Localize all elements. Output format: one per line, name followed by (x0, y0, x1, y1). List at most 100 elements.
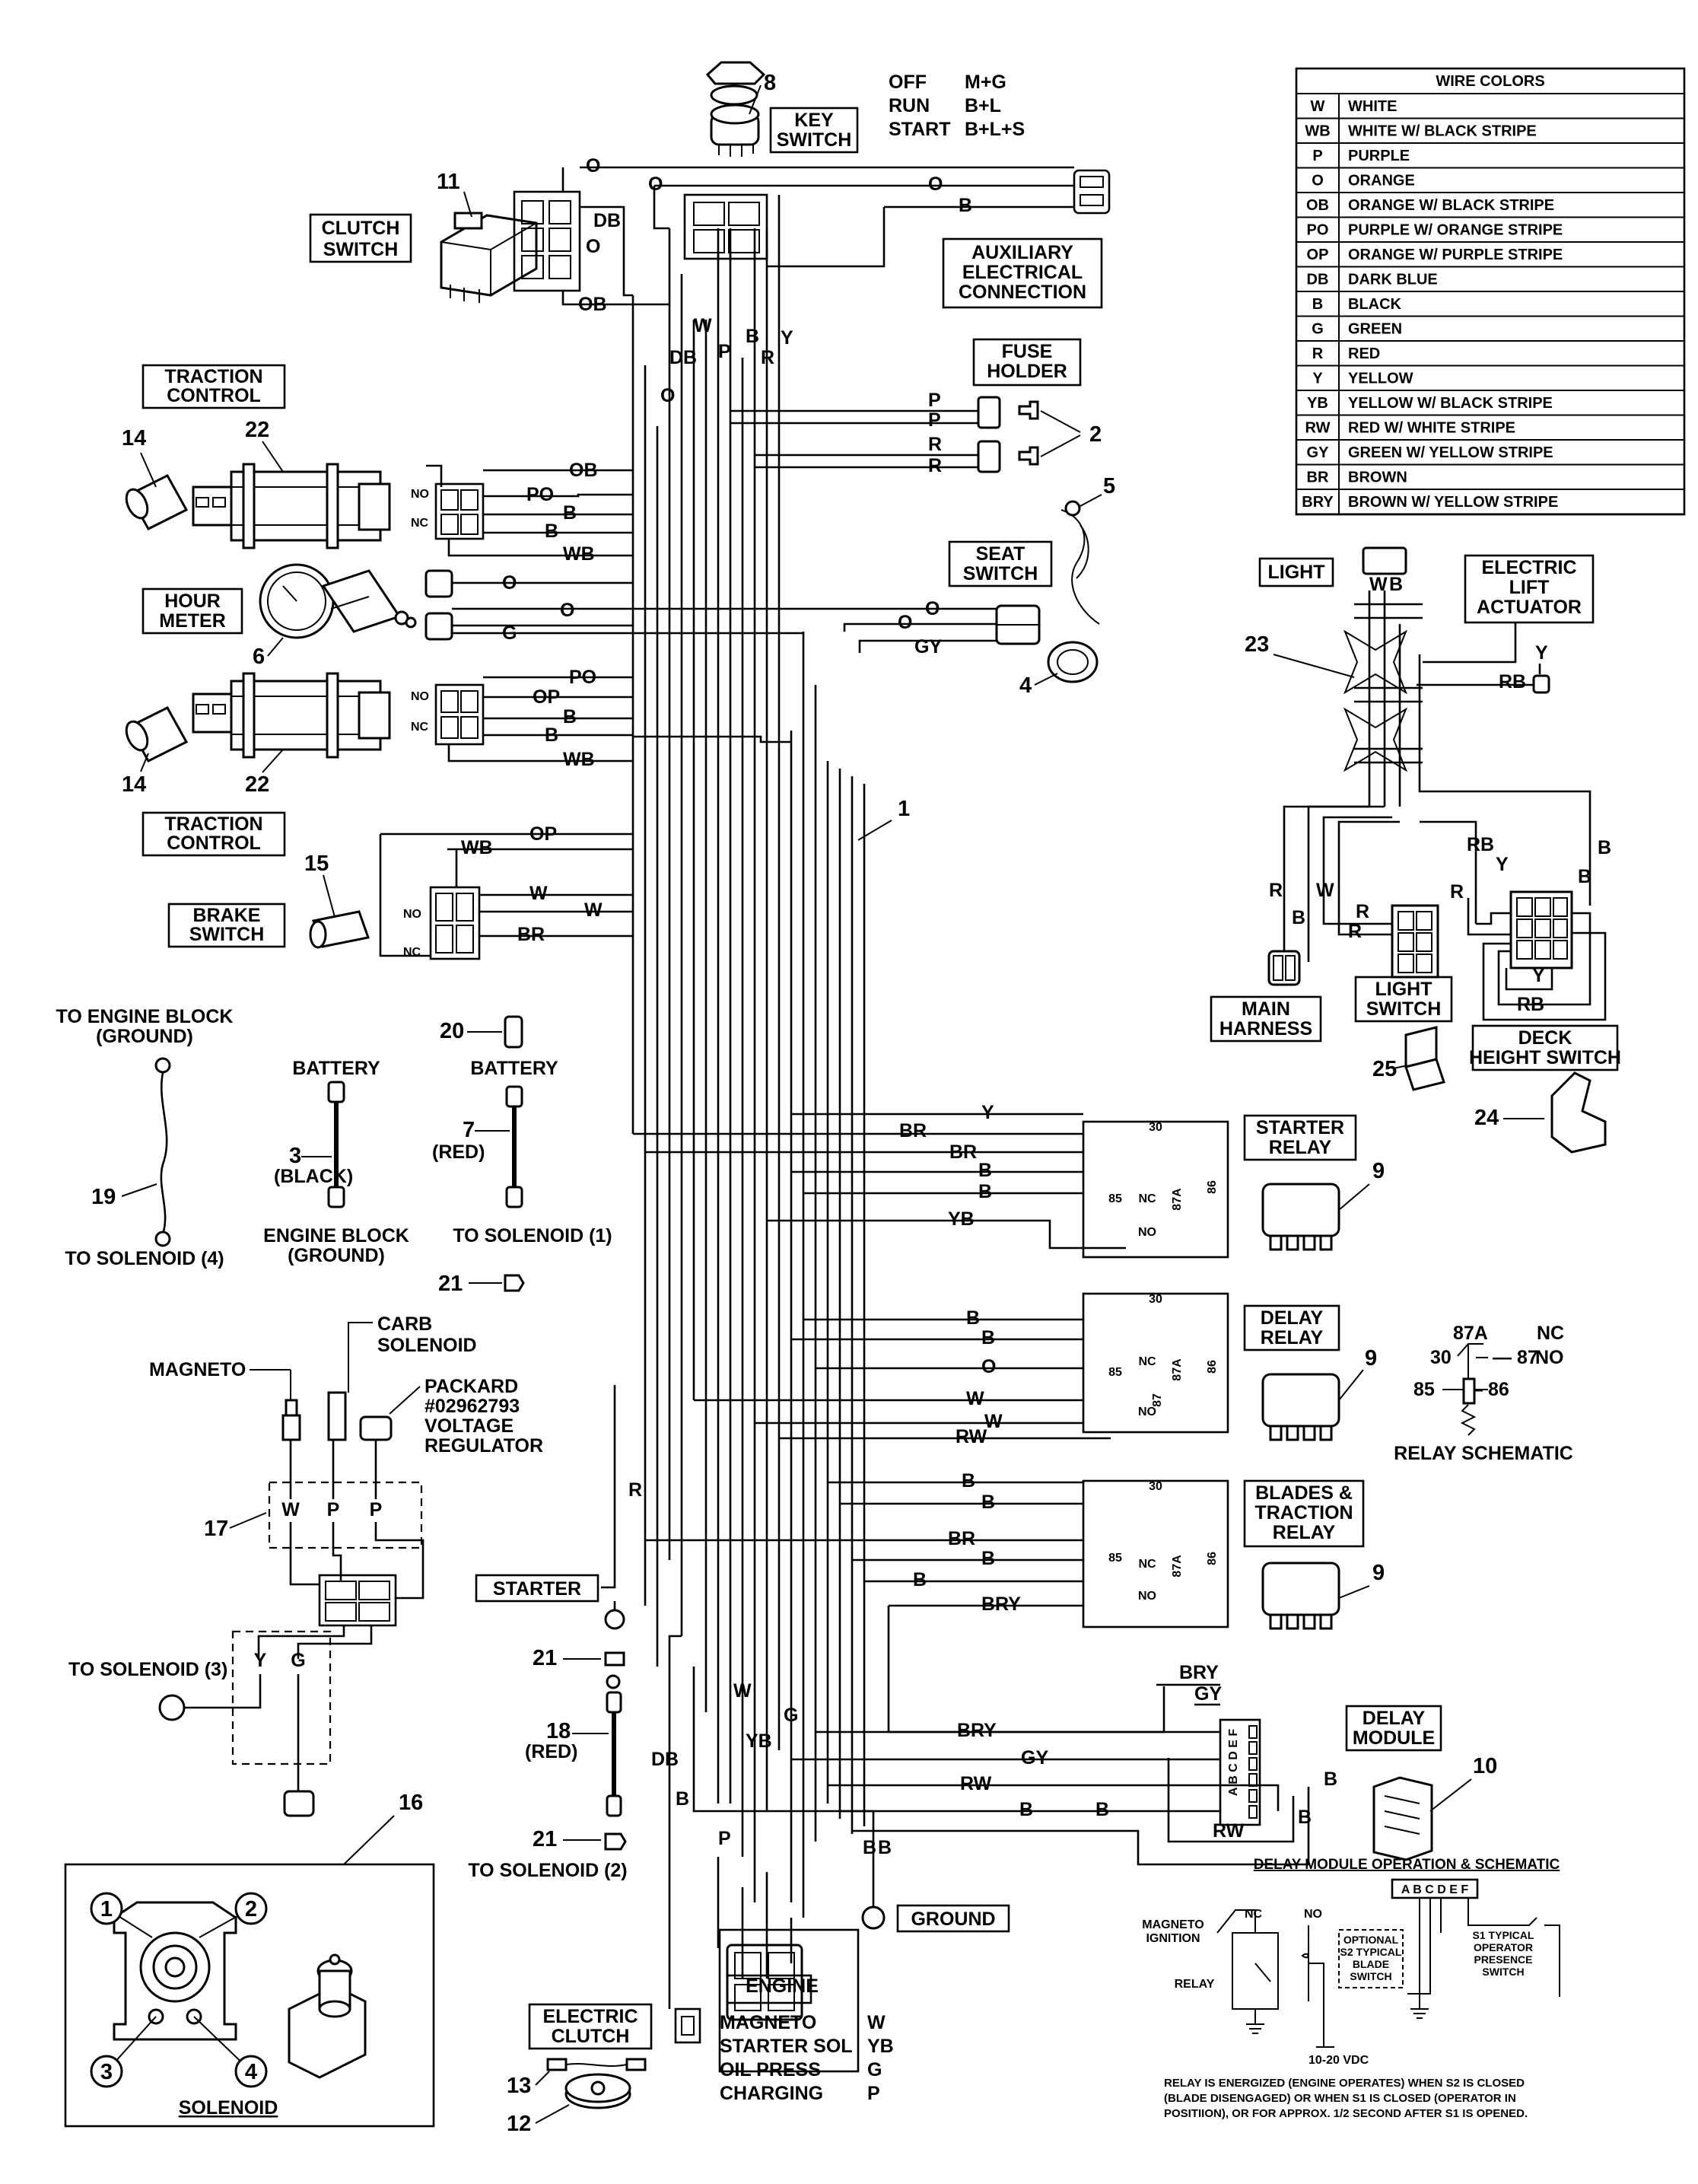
svg-text:8: 8 (764, 71, 776, 95)
wire-color-code: OB (1306, 197, 1329, 214)
wire-code-label: B (878, 1837, 892, 1858)
wire-code-label: B (978, 1181, 992, 1202)
svg-text:SWITCH: SWITCH (189, 924, 265, 945)
svg-text:NC: NC (403, 946, 421, 959)
svg-text:NO: NO (1535, 1347, 1564, 1368)
svg-text:85: 85 (1413, 1379, 1435, 1400)
svg-text:BLADES &: BLADES & (1255, 1482, 1353, 1504)
svg-text:9: 9 (1365, 1346, 1377, 1371)
wire-color-code: BR (1307, 470, 1329, 486)
engine-row-code: P (867, 2083, 880, 2104)
svg-text:Y: Y (1532, 965, 1545, 986)
svg-text:BLADE: BLADE (1353, 1958, 1389, 1970)
main-harness-bundle: 1 (631, 228, 910, 1918)
svg-text:SWITCH: SWITCH (1482, 1966, 1524, 1978)
solenoid-terminal-number: 2 (245, 1897, 257, 1921)
svg-text:W: W (1316, 880, 1334, 901)
wire-code-label: OB (578, 294, 607, 315)
svg-text:86: 86 (1206, 1360, 1219, 1374)
svg-text:HEIGHT SWITCH: HEIGHT SWITCH (1469, 1047, 1621, 1068)
svg-text:— 87: — 87 (1493, 1347, 1538, 1368)
wire-code-label: O (898, 612, 912, 633)
svg-text:24: 24 (1474, 1106, 1499, 1130)
wire-color-code: OP (1307, 247, 1329, 263)
wire-color-code: W (1311, 98, 1325, 115)
wire-color-code: Y (1312, 371, 1323, 387)
svg-text:ELECTRIC: ELECTRIC (543, 2006, 638, 2027)
svg-text:Y: Y (1496, 854, 1509, 875)
svg-text:RELAY: RELAY (1269, 1137, 1332, 1158)
wire-color-code: G (1312, 321, 1324, 338)
wire-code-label: O (560, 600, 574, 621)
svg-text:(BLACK): (BLACK) (274, 1166, 353, 1187)
svg-text:G: G (291, 1650, 305, 1671)
svg-text:IGNITION: IGNITION (1146, 1932, 1200, 1945)
wire-color-code: P (1312, 148, 1322, 164)
svg-text:NC: NC (1537, 1323, 1564, 1344)
seat-switch: SEAT SWITCH 4 5 (948, 474, 1115, 698)
svg-text:5: 5 (1103, 474, 1115, 498)
svg-text:ELECTRIC: ELECTRIC (1482, 557, 1577, 578)
svg-text:NO: NO (1138, 1590, 1156, 1603)
wire-code-label: PO (526, 484, 554, 505)
svg-text:RELAY SCHEMATIC: RELAY SCHEMATIC (1394, 1443, 1573, 1464)
svg-text:NO: NO (411, 488, 429, 501)
wire-color-name: ORANGE W/ BLACK STRIPE (1348, 197, 1554, 214)
svg-text:S2 TYPICAL: S2 TYPICAL (1340, 1946, 1402, 1958)
svg-text:OPTIONAL: OPTIONAL (1343, 1934, 1399, 1946)
svg-text:SWITCH: SWITCH (1366, 998, 1442, 1020)
traction-connector-upper: NO NC (411, 482, 485, 540)
svg-text:Y: Y (1535, 642, 1548, 664)
delay-relay-block: 30 85 NC 87A 86 87 NO DELAY RELAY 9 (1082, 1292, 1377, 1441)
svg-text:FUSE: FUSE (1002, 341, 1053, 362)
wire-code-label: B (545, 724, 558, 746)
wire-code-label: P (928, 409, 941, 431)
svg-text:SOLENOID: SOLENOID (179, 2097, 278, 2119)
svg-text:10-20 VDC: 10-20 VDC (1308, 2054, 1369, 2067)
wire-color-code: GY (1307, 444, 1330, 461)
wire-code-label: OP (529, 823, 557, 845)
svg-text:87: 87 (1151, 1393, 1164, 1407)
svg-text:87A: 87A (1453, 1323, 1488, 1344)
svg-text:CONTROL: CONTROL (167, 385, 261, 406)
regulator-group: MAGNETO CARB SOLENOID PACKARD #02962793 … (68, 1313, 543, 1817)
wire-color-name: YELLOW W/ BLACK STRIPE (1348, 395, 1553, 412)
starter-group: STARTER R 21 18 (RED) 21 TO SOLENOID (2) (468, 1385, 642, 1881)
svg-text:17: 17 (204, 1517, 228, 1541)
svg-text:B: B (1578, 866, 1591, 887)
svg-text:RELAY: RELAY (1175, 1978, 1215, 1991)
svg-text:DELAY MODULE OPERATION & SCHEM: DELAY MODULE OPERATION & SCHEMATIC (1254, 1857, 1560, 1873)
svg-text:21: 21 (438, 1272, 463, 1296)
wire-code-label: B (966, 1307, 980, 1329)
svg-text:ENGINE BLOCK: ENGINE BLOCK (263, 1225, 409, 1246)
wire-code-label: BRY (957, 1720, 997, 1741)
svg-text:NC: NC (411, 721, 429, 734)
svg-text:CLUTCH: CLUTCH (322, 218, 400, 239)
svg-text:HARNESS: HARNESS (1219, 1018, 1312, 1039)
wire-code-label: W (966, 1388, 984, 1409)
hour-meter: HOUR METER 6 (142, 563, 453, 669)
wire-code-label: O (648, 174, 663, 195)
wire-color-name: GREEN (1348, 321, 1402, 338)
engine-row-name: STARTER SOL (720, 2036, 853, 2057)
svg-text:W: W (281, 1499, 300, 1520)
svg-text:85: 85 (1108, 1192, 1122, 1205)
svg-text:DECK: DECK (1518, 1027, 1572, 1049)
wire-code-label: W (584, 899, 603, 921)
svg-text:LIGHT: LIGHT (1375, 979, 1432, 1000)
svg-text:REGULATOR: REGULATOR (424, 1435, 543, 1457)
wire-code-label: P (928, 390, 941, 411)
light-harness: LIGHT W B ELECTRIC LIFT ACTUATOR Y RB 23 (1210, 546, 1621, 1154)
svg-text:10: 10 (1473, 1754, 1497, 1778)
wire-code-label: WB (461, 837, 493, 858)
svg-text:A B C D E F: A B C D E F (1227, 1729, 1240, 1797)
brake-switch: BRAKE SWITCH 15 NO NC (167, 852, 481, 960)
svg-text:25: 25 (1372, 1057, 1397, 1081)
wire-code-label: B (1298, 1807, 1312, 1828)
svg-text:14: 14 (122, 772, 146, 797)
wire-code-label: O (586, 155, 600, 177)
wire-code-label: P (718, 1828, 731, 1849)
svg-text:NC: NC (1138, 1355, 1156, 1368)
svg-text:19: 19 (91, 1185, 116, 1209)
